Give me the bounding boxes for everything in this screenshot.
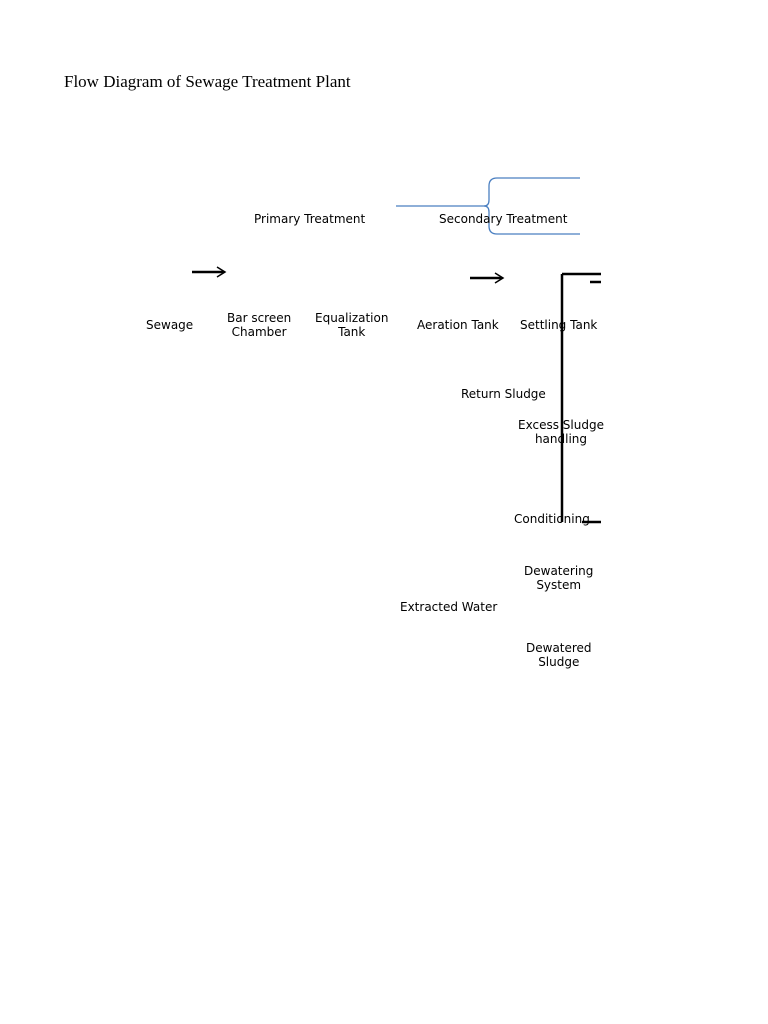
node-dewatering-system: Dewatering System [524,564,593,592]
node-equalization-line-2: Tank [338,325,366,339]
node-settling-tank: Settling Tank [520,318,598,332]
node-excess-sludge-line-2: handling [534,432,588,446]
node-bar-screen-line-1: Bar screen [227,311,292,325]
node-sewage: Sewage [146,318,194,332]
node-dewatered-sludge-line-1: Dewatered [526,641,592,655]
page-title: Flow Diagram of Sewage Treatment Plant [64,72,351,91]
node-excess-sludge-handling: Excess Sludge handling [518,418,604,446]
group-label-secondary-treatment: Secondary Treatment [439,212,568,226]
node-return-sludge: Return Sludge [461,387,546,401]
node-dewatered-sludge-line-2: Sludge [538,655,580,669]
node-dewatering-line-1: Dewatering [524,564,594,578]
node-dewatered-sludge: Dewatered Sludge [526,641,592,669]
secondary-group-bracket [396,177,580,207]
node-dewatering-line-2: System [536,578,582,592]
group-label-primary-treatment: Primary Treatment [254,212,366,226]
node-equalization-tank: Equalization Tank [315,311,388,339]
node-conditioning: Conditioning [514,512,590,526]
node-bar-screen-chamber: Bar screen Chamber [227,311,291,339]
node-excess-sludge-line-1: Excess Sludge [518,418,604,432]
node-aeration-tank: Aeration Tank [417,318,499,332]
arrow-aeration-to-settling [470,272,505,284]
node-extracted-water: Extracted Water [400,600,498,614]
sludge-line [560,272,601,524]
node-bar-screen-line-2: Chamber [231,325,287,339]
node-equalization-line-1: Equalization [315,311,389,325]
arrow-sewage-to-bar-screen [192,266,227,278]
